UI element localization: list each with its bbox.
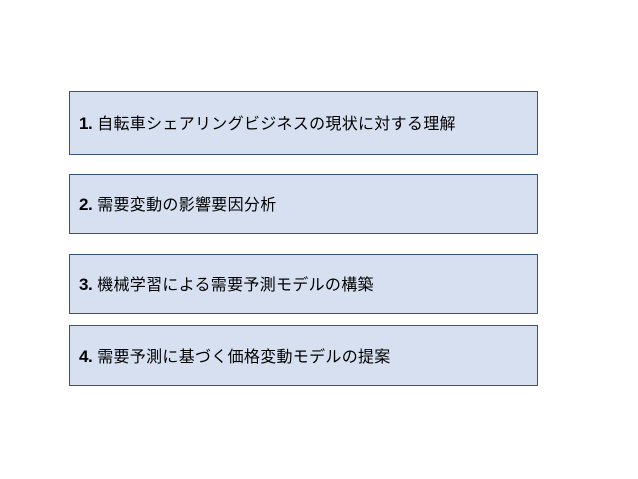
agenda-item-1-label: 自転車シェアリングビジネスの現状に対する理解 [97, 116, 456, 133]
agenda-item-3-number: 3. [79, 275, 93, 294]
agenda-list: 1. 自転車シェアリングビジネスの現状に対する理解 2. 需要変動の影響要因分析… [69, 91, 538, 386]
agenda-item-4-label: 需要予測に基づく価格変動モデルの提案 [97, 348, 391, 366]
agenda-item-3-label: 機械学習による需要予測モデルの構築 [97, 277, 374, 294]
agenda-item-2[interactable]: 2. 需要変動の影響要因分析 [69, 174, 538, 234]
agenda-item-4-number: 4. [79, 346, 93, 366]
agenda-item-1-number: 1. [79, 114, 93, 133]
agenda-item-1[interactable]: 1. 自転車シェアリングビジネスの現状に対する理解 [69, 91, 538, 155]
agenda-item-2-label: 需要変動の影響要因分析 [97, 197, 277, 214]
agenda-item-3[interactable]: 3. 機械学習による需要予測モデルの構築 [69, 254, 538, 314]
agenda-item-4-content: 4. 需要予測に基づく価格変動モデルの提案 [79, 343, 391, 367]
agenda-item-2-content: 2. 需要変動の影響要因分析 [79, 191, 277, 215]
agenda-item-3-content: 3. 機械学習による需要予測モデルの構築 [79, 271, 374, 295]
agenda-item-2-number: 2. [79, 195, 93, 214]
agenda-item-4[interactable]: 4. 需要予測に基づく価格変動モデルの提案 [69, 325, 538, 386]
agenda-item-1-content: 1. 自転車シェアリングビジネスの現状に対する理解 [79, 110, 456, 134]
